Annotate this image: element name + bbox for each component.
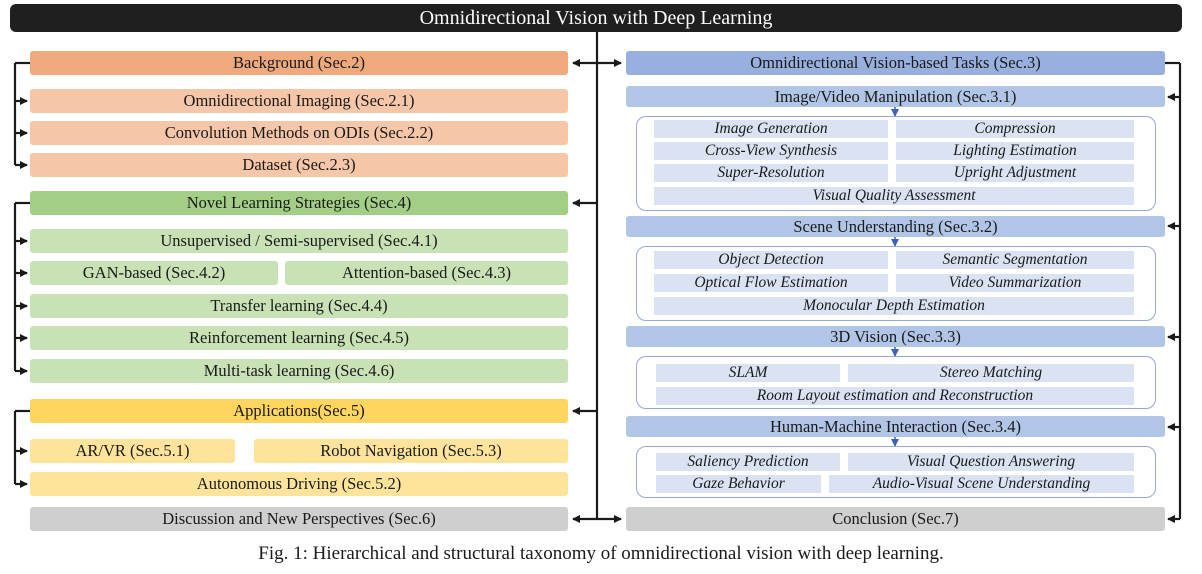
vision3d-group: SLAM Stereo Matching Room Layout estimat… [636, 356, 1156, 409]
task-item: Image Generation [654, 120, 888, 138]
discussion-box: Discussion and New Perspectives (Sec.6) [30, 507, 568, 531]
learning-item: Transfer learning (Sec.4.4) [30, 294, 568, 318]
background-header: Background (Sec.2) [30, 51, 568, 75]
hmi-header: Human-Machine Interaction (Sec.3.4) [626, 416, 1165, 437]
task-item: Object Detection [654, 251, 888, 269]
tasks-header: Omnidirectional Vision-based Tasks (Sec.… [626, 51, 1165, 75]
task-item: Super-Resolution [654, 164, 888, 182]
learning-item: Unsupervised / Semi-supervised (Sec.4.1) [30, 229, 568, 253]
task-item: Cross-View Synthesis [654, 142, 888, 160]
conclusion-box: Conclusion (Sec.7) [626, 507, 1165, 531]
learning-item: Attention-based (Sec.4.3) [285, 261, 568, 285]
task-item: Semantic Segmentation [896, 251, 1134, 269]
background-item: Convolution Methods on ODIs (Sec.2.2) [30, 121, 568, 145]
figure-caption: Fig. 1: Hierarchical and structural taxo… [258, 543, 944, 564]
learning-item: GAN-based (Sec.4.2) [30, 261, 278, 285]
task-item: Monocular Depth Estimation [654, 297, 1134, 315]
task-item: Optical Flow Estimation [654, 274, 888, 292]
applications-item: AR/VR (Sec.5.1) [30, 439, 235, 463]
task-item: Gaze Behavior [656, 475, 821, 493]
task-item: Video Summarization [896, 274, 1134, 292]
hmi-group: Saliency Prediction Visual Question Answ… [636, 446, 1156, 498]
vision3d-header: 3D Vision (Sec.3.3) [626, 326, 1165, 347]
applications-header: Applications(Sec.5) [30, 399, 568, 423]
task-item: Stereo Matching [848, 364, 1134, 382]
task-item: Audio-Visual Scene Understanding [829, 475, 1134, 493]
task-item: Room Layout estimation and Reconstructio… [656, 387, 1134, 405]
scene-header: Scene Understanding (Sec.3.2) [626, 216, 1165, 237]
task-item: Compression [896, 120, 1134, 138]
manipulation-header: Image/Video Manipulation (Sec.3.1) [626, 86, 1165, 107]
diagram-title: Omnidirectional Vision with Deep Learnin… [10, 4, 1182, 32]
learning-item: Reinforcement learning (Sec.4.5) [30, 326, 568, 350]
background-item: Omnidirectional Imaging (Sec.2.1) [30, 89, 568, 113]
manipulation-group: Image Generation Compression Cross-View … [636, 116, 1156, 211]
scene-group: Object Detection Semantic Segmentation O… [636, 246, 1156, 321]
learning-header: Novel Learning Strategies (Sec.4) [30, 191, 568, 215]
task-item: SLAM [656, 364, 840, 382]
task-item: Visual Quality Assessment [654, 187, 1134, 205]
task-item: Saliency Prediction [656, 453, 840, 471]
task-item: Upright Adjustment [896, 164, 1134, 182]
learning-item: Multi-task learning (Sec.4.6) [30, 359, 568, 383]
background-item: Dataset (Sec.2.3) [30, 153, 568, 177]
task-item: Lighting Estimation [896, 142, 1134, 160]
applications-item: Robot Navigation (Sec.5.3) [254, 439, 568, 463]
task-item: Visual Question Answering [848, 453, 1134, 471]
applications-item: Autonomous Driving (Sec.5.2) [30, 472, 568, 496]
